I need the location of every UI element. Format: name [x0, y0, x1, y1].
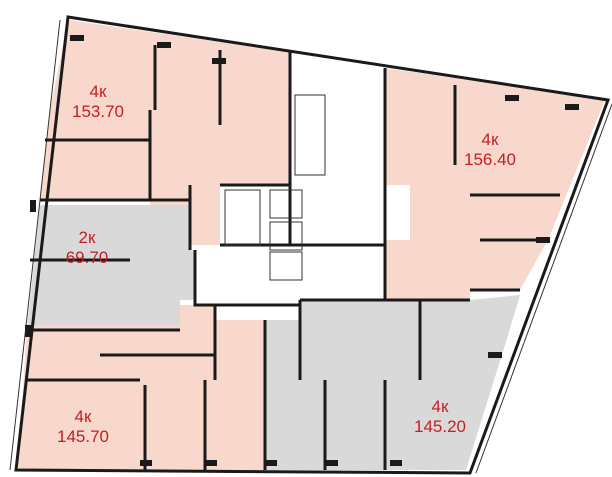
- apartment-label-4: 4к 145.70: [57, 407, 109, 446]
- stairs-and-lifts: [224, 94, 326, 281]
- svg-text:4к: 4к: [90, 82, 107, 101]
- apartment-label-5: 4к 145.20: [414, 397, 466, 436]
- svg-text:2к: 2к: [79, 228, 96, 247]
- apartment-2k-69-70[interactable]: [27, 205, 205, 330]
- facade-line: [475, 103, 612, 474]
- apartment-4k-153-70[interactable]: [40, 20, 290, 245]
- svg-text:4к: 4к: [432, 397, 449, 416]
- svg-text:145.70: 145.70: [57, 427, 109, 446]
- svg-text:4к: 4к: [482, 130, 499, 149]
- apartment-4k-145-70[interactable]: [18, 305, 265, 470]
- apartment-label-1: 4к 153.70: [72, 82, 124, 121]
- apartment-4k-156-40[interactable]: [385, 68, 605, 300]
- building-outline: [14, 15, 611, 475]
- apartment-label-2: 4к 156.40: [464, 130, 516, 169]
- facade-line: [9, 19, 61, 471]
- svg-text:69.70: 69.70: [66, 248, 109, 267]
- apartment-label-3: 2к 69.70: [66, 228, 109, 267]
- svg-text:145.20: 145.20: [414, 417, 466, 436]
- svg-text:156.40: 156.40: [464, 150, 516, 169]
- svg-text:153.70: 153.70: [72, 102, 124, 121]
- interior-walls: [27, 45, 560, 470]
- svg-text:4к: 4к: [75, 407, 92, 426]
- apartment-4k-145-20[interactable]: [265, 295, 520, 470]
- columns: [25, 35, 579, 466]
